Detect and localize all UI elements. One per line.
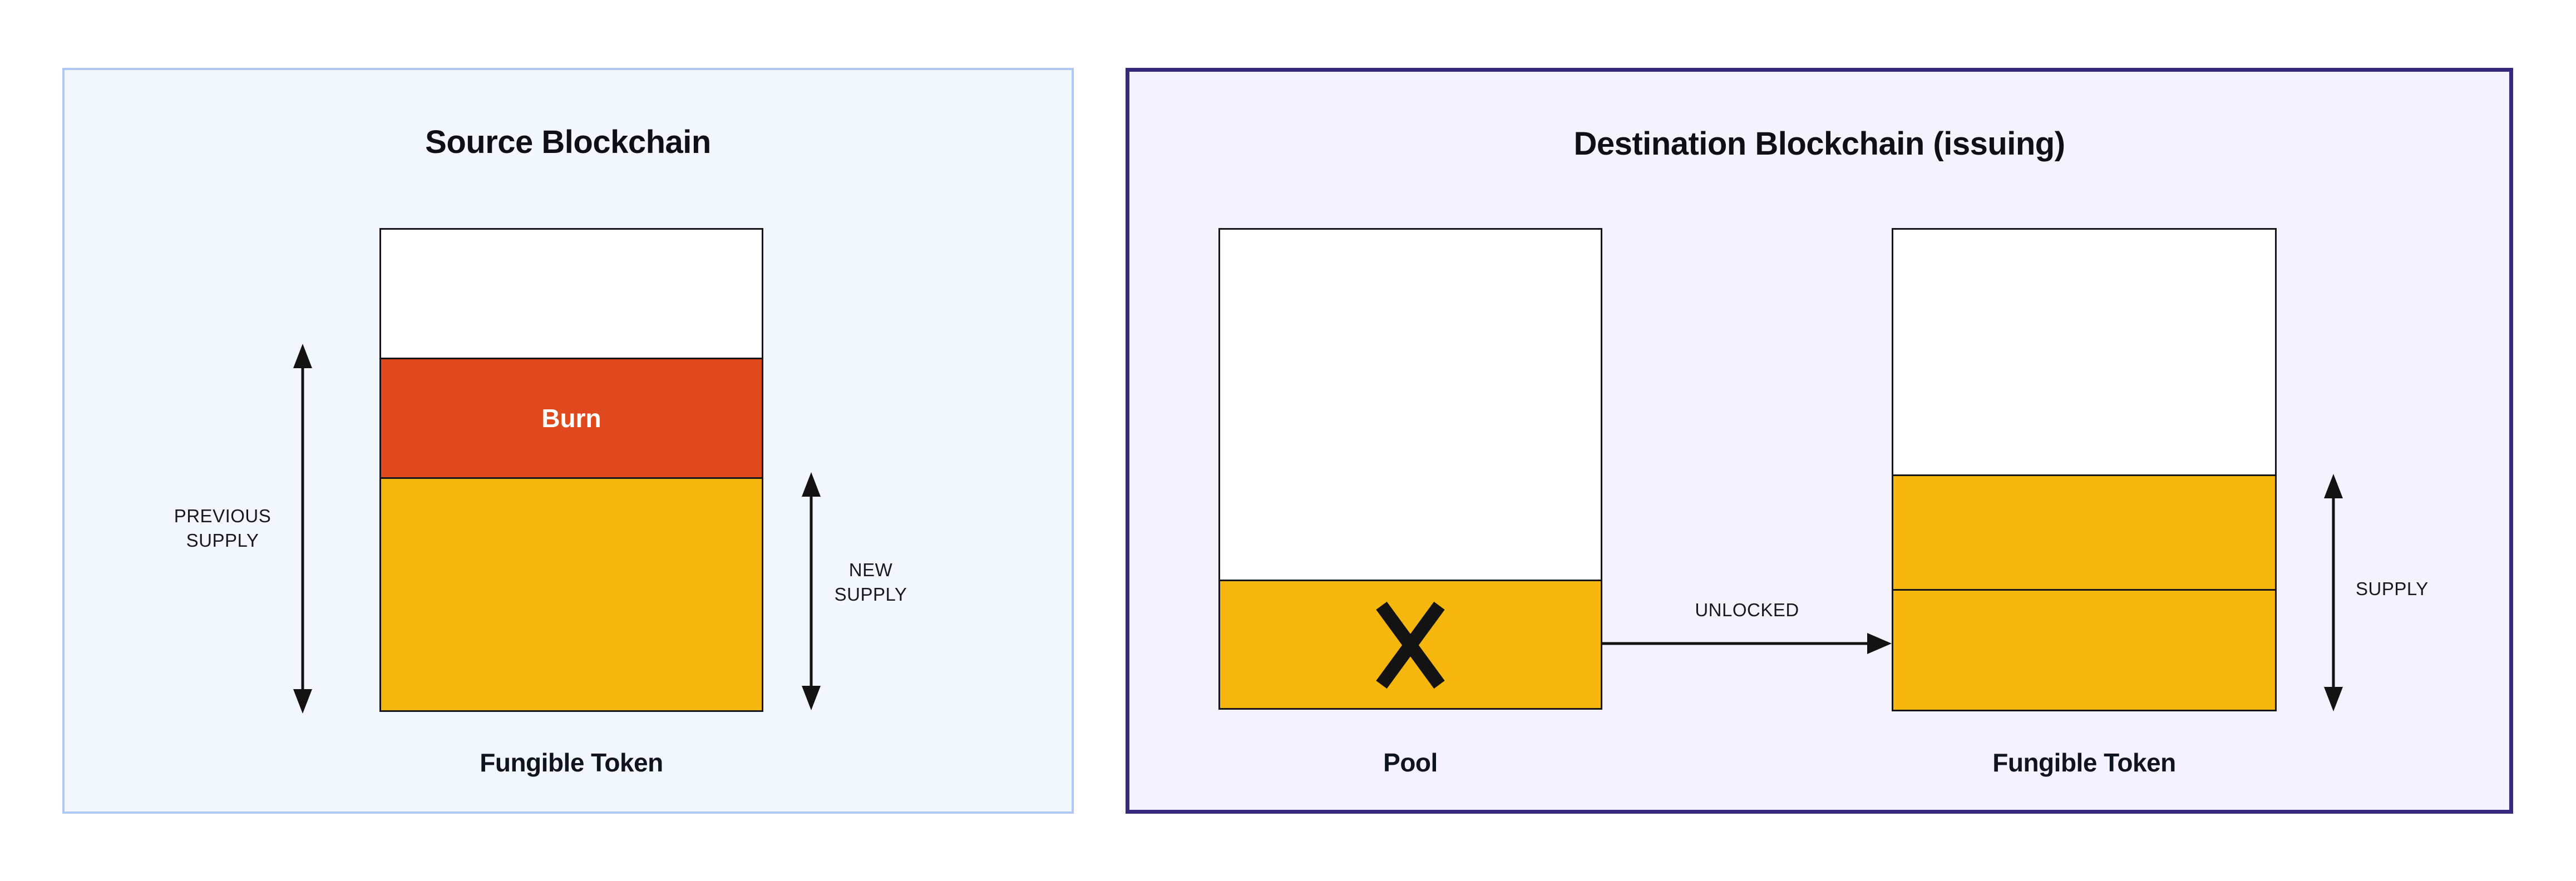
supply-arrow-icon	[2324, 474, 2343, 711]
destination-blockchain-panel: Destination Blockchain (issuing) Pool UN…	[1126, 68, 2513, 814]
x-mark-icon	[1376, 601, 1445, 689]
previous-supply-label: PREVIOUS SUPPLY	[139, 504, 306, 553]
destination-bar-unlocked-segment	[1893, 589, 2275, 710]
burn-label: Burn	[541, 404, 601, 433]
destination-token-bar	[1892, 228, 2277, 711]
destination-panel-title: Destination Blockchain (issuing)	[1573, 126, 2065, 162]
source-bar-caption: Fungible Token	[480, 748, 663, 777]
source-bar-supply-segment	[381, 477, 762, 710]
pool-bar	[1218, 228, 1602, 710]
new-supply-label: NEW SUPPLY	[804, 558, 937, 607]
pool-bar-caption: Pool	[1383, 748, 1438, 777]
previous-supply-arrow-icon	[293, 344, 312, 714]
source-panel-title: Source Blockchain	[425, 124, 711, 160]
previous-supply-label-line1: PREVIOUS	[174, 506, 272, 526]
source-blockchain-panel: Source Blockchain Burn PREVIOUS SUPPLY N…	[62, 68, 1074, 814]
source-bar-burn-segment: Burn	[381, 358, 762, 477]
new-supply-arrow-icon	[802, 472, 821, 710]
supply-label: SUPPLY	[2356, 578, 2429, 599]
new-supply-label-line2: SUPPLY	[834, 584, 907, 605]
new-supply-label-line1: NEW	[848, 560, 893, 580]
destination-bar-minted-segment	[1893, 474, 2275, 589]
unlocked-arrow-icon	[1602, 633, 1892, 654]
previous-supply-label-line2: SUPPLY	[186, 530, 259, 551]
unlocked-label: UNLOCKED	[1695, 600, 1799, 620]
source-bar-empty-segment	[381, 230, 762, 358]
destination-bar-empty-segment	[1893, 230, 2275, 474]
source-token-bar: Burn	[379, 228, 763, 712]
pool-bar-empty-segment	[1220, 230, 1601, 580]
destination-bar-caption: Fungible Token	[1992, 748, 2176, 777]
